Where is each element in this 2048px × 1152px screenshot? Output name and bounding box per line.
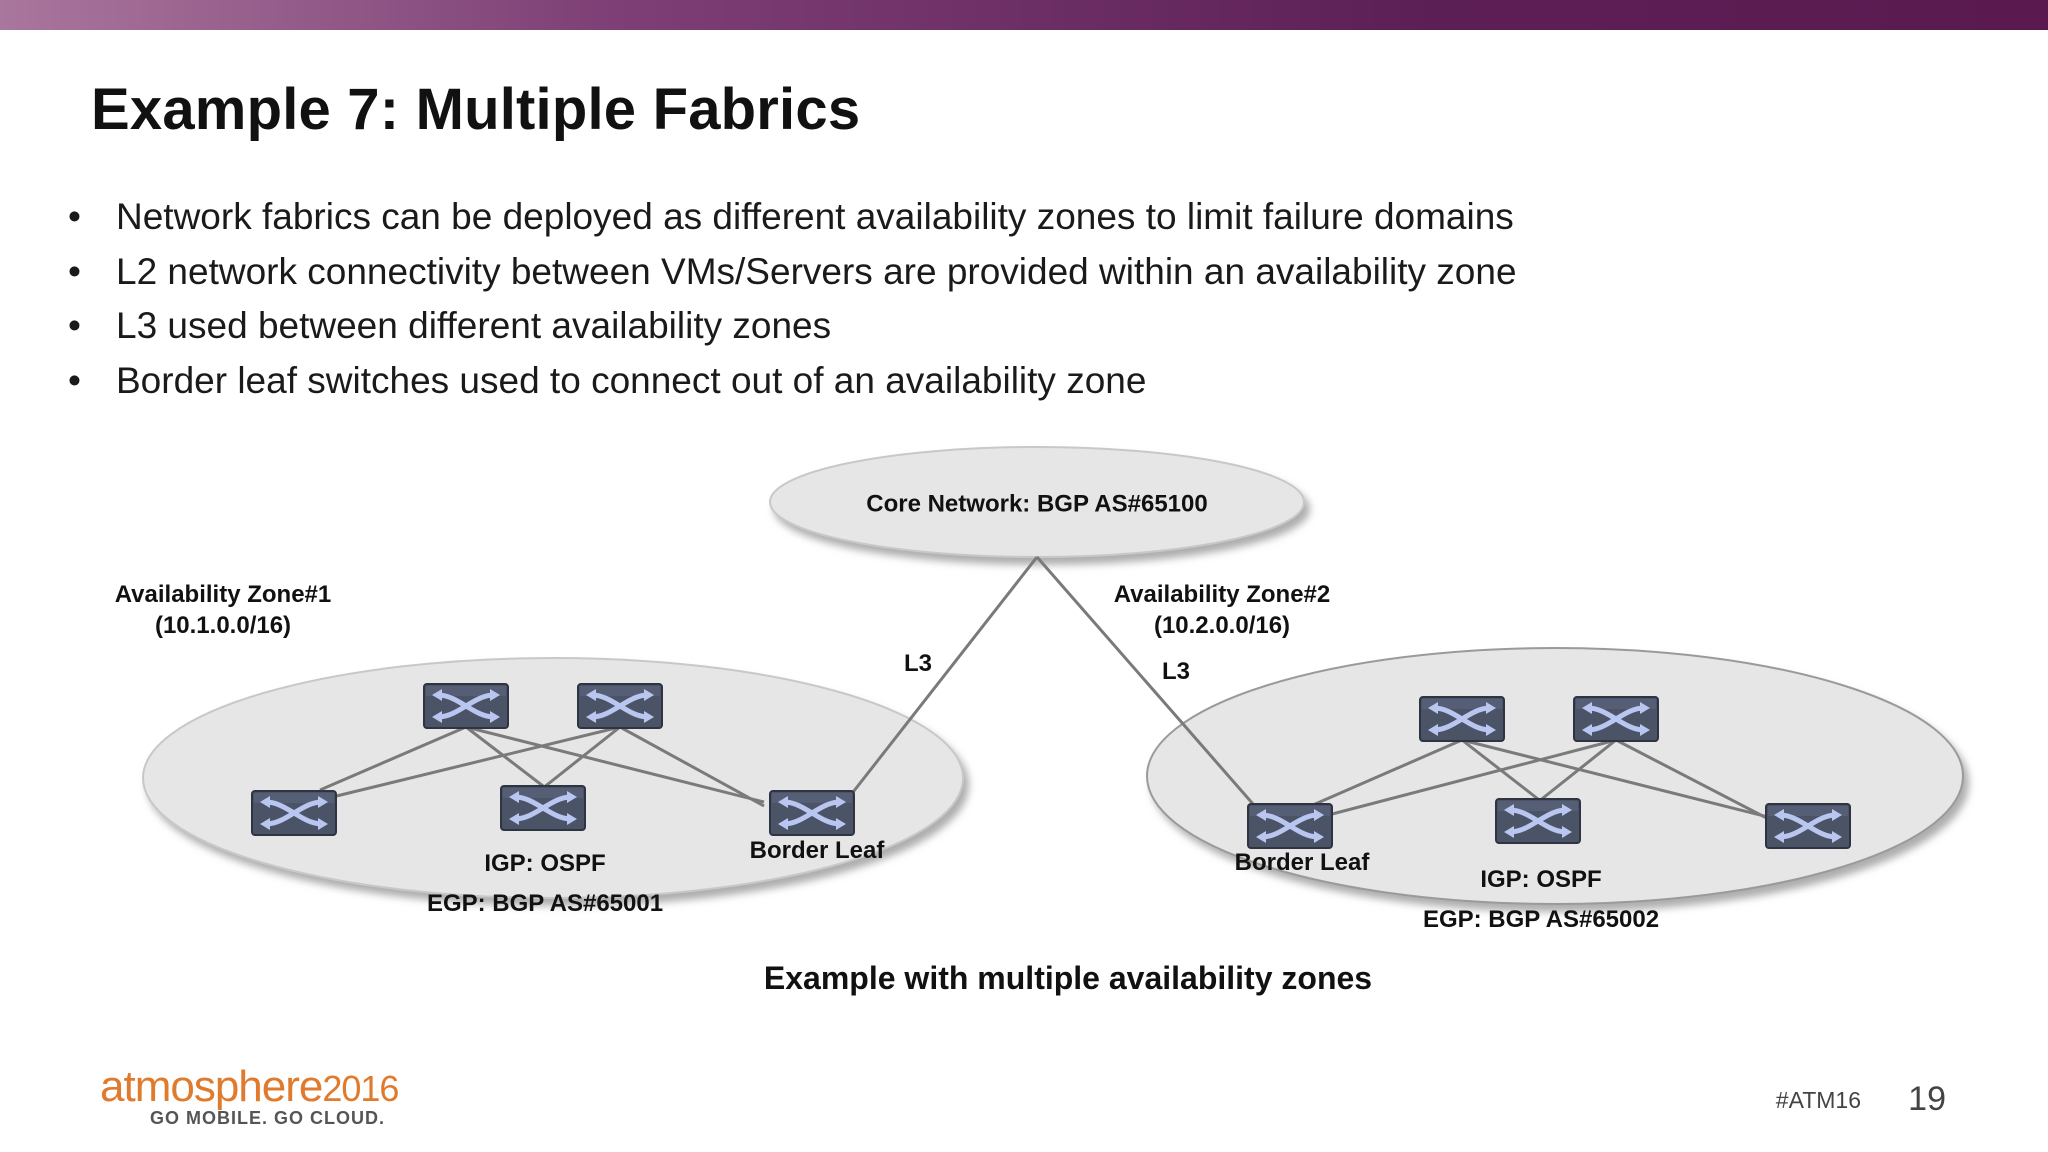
bullet-dot: • (68, 250, 81, 292)
zone2-l3-label: L3 (1162, 658, 1190, 685)
zone1-l3-label: L3 (904, 650, 932, 677)
page-number: 19 (1908, 1080, 1946, 1118)
logo-year: 2016 (322, 1068, 399, 1109)
switch-icon (578, 684, 662, 728)
switch-icon (1248, 804, 1332, 848)
switch-icon (1496, 799, 1580, 843)
zone2-fabric-links (1289, 738, 1781, 827)
switch-icon (770, 791, 854, 835)
l3-link-zone2 (1035, 556, 1262, 813)
diagram-caption: Example with multiple availability zones (764, 960, 1372, 996)
switch-icon (252, 791, 336, 835)
top-banner (0, 0, 2048, 30)
zone2-subnet: (10.2.0.0/16) (1154, 612, 1290, 639)
zone2-border-leaf-label: Border Leaf (1235, 849, 1371, 876)
bullet-item: • Network fabrics can be deployed as diff… (68, 190, 1517, 245)
slide-title: Example 7: Multiple Fabrics (91, 77, 861, 142)
bullet-text: Network fabrics can be deployed as diffe… (116, 196, 1514, 237)
zone1-fabric-links (319, 725, 765, 808)
zone1-border-leaf-label: Border Leaf (750, 837, 886, 864)
atmosphere-logo: atmosphere2016 GO MOBILE. GO CLOUD. (100, 1062, 399, 1128)
hashtag: #ATM16 (1775, 1087, 1861, 1113)
switch-icon (1420, 697, 1504, 741)
core-network-label: Core Network: BGP AS#65100 (866, 490, 1207, 517)
zone2-name: Availability Zone#2 (1114, 581, 1331, 608)
switch-icon (1766, 804, 1850, 848)
bullet-item: • L3 used between different availability … (68, 299, 1517, 354)
switch-icon (424, 684, 508, 728)
zone1-ellipse (142, 657, 964, 899)
logo-tagline: GO MOBILE. GO CLOUD. (150, 1108, 385, 1128)
zone1-egp-label: EGP: BGP AS#65001 (427, 890, 663, 917)
l3-link-zone1 (848, 556, 1039, 797)
zone1-name: Availability Zone#1 (115, 581, 332, 608)
bullet-item: • L2 network connectivity between VMs/Ser… (68, 245, 1517, 300)
switch-icon (501, 786, 585, 830)
zone1-igp-label: IGP: OSPF (484, 850, 605, 877)
zone2-igp-label: IGP: OSPF (1480, 866, 1601, 893)
bullet-text: L3 used between different availability z… (116, 305, 832, 346)
bullet-dot: • (68, 196, 81, 237)
switch-icon (1574, 697, 1658, 741)
bullet-text: Border leaf switches used to connect out… (116, 359, 1147, 401)
bullet-dot: • (68, 359, 81, 401)
bullet-list: • Network fabrics can be deployed as diff… (68, 190, 1517, 408)
zone1-subnet: (10.1.0.0/16) (155, 612, 291, 639)
zone2-ellipse (1146, 647, 1964, 905)
bullet-dot: • (68, 305, 81, 346)
bullet-text: L2 network connectivity between VMs/Serv… (116, 250, 1517, 292)
logo-wordmark: atmosphere (100, 1062, 323, 1111)
zone2-egp-label: EGP: BGP AS#65002 (1423, 906, 1659, 933)
bullet-item: • Border leaf switches used to connect ou… (68, 354, 1517, 409)
